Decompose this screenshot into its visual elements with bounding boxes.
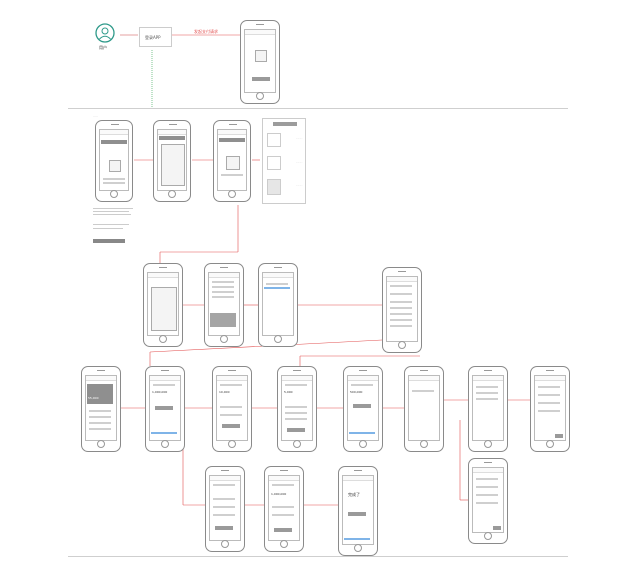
phone-merchant-info	[204, 263, 244, 347]
phone-keypad: 55,000	[81, 366, 121, 452]
pay-3-amount: 5,000	[284, 390, 293, 394]
login-app-label: 登录APP	[145, 35, 161, 40]
phone-pay-amount-4: 500,000	[343, 366, 383, 452]
phone-pay-amount-5	[205, 466, 245, 552]
phone-pay-amount-2: 10,000	[212, 366, 252, 452]
phone-qr-code	[213, 120, 251, 202]
done-title: 完成了	[348, 492, 360, 497]
login-app-box: 登录APP	[139, 27, 172, 47]
phone-blank-result	[404, 366, 444, 452]
phone-receipt	[530, 366, 570, 452]
user-avatar-icon	[95, 23, 115, 43]
payment-methods-panel	[262, 118, 306, 204]
phone-browser	[258, 263, 298, 347]
phone-camera	[143, 263, 183, 347]
keypad-amount: 55,000	[88, 396, 99, 400]
phone-menu	[95, 120, 133, 202]
phone-scan	[153, 120, 191, 202]
section-divider-1	[68, 108, 568, 109]
pay-4-amount: 500,000	[350, 390, 363, 394]
pay-2-amount: 10,000	[219, 390, 230, 394]
phone-pay-amount-1: 1,000,000	[145, 366, 185, 452]
section-divider-2	[68, 556, 568, 557]
phone-confirm	[468, 366, 508, 452]
phone-transaction-list	[382, 267, 422, 353]
phone-pay-amount-6: 1,000,000	[264, 466, 304, 552]
phone-login-screen	[240, 20, 280, 104]
phone-pay-amount-3: 5,000	[277, 366, 317, 452]
phone-bank-select	[468, 458, 508, 544]
phone-done: 完成了	[338, 466, 378, 556]
section-2-note: ·····	[93, 114, 98, 118]
pay-1-amount: 1,000,000	[152, 390, 168, 394]
user-label: 用户	[99, 45, 107, 50]
payment-request-label: 发起支付请求	[194, 29, 218, 34]
pay-5-amount: 1,000,000	[271, 492, 287, 496]
